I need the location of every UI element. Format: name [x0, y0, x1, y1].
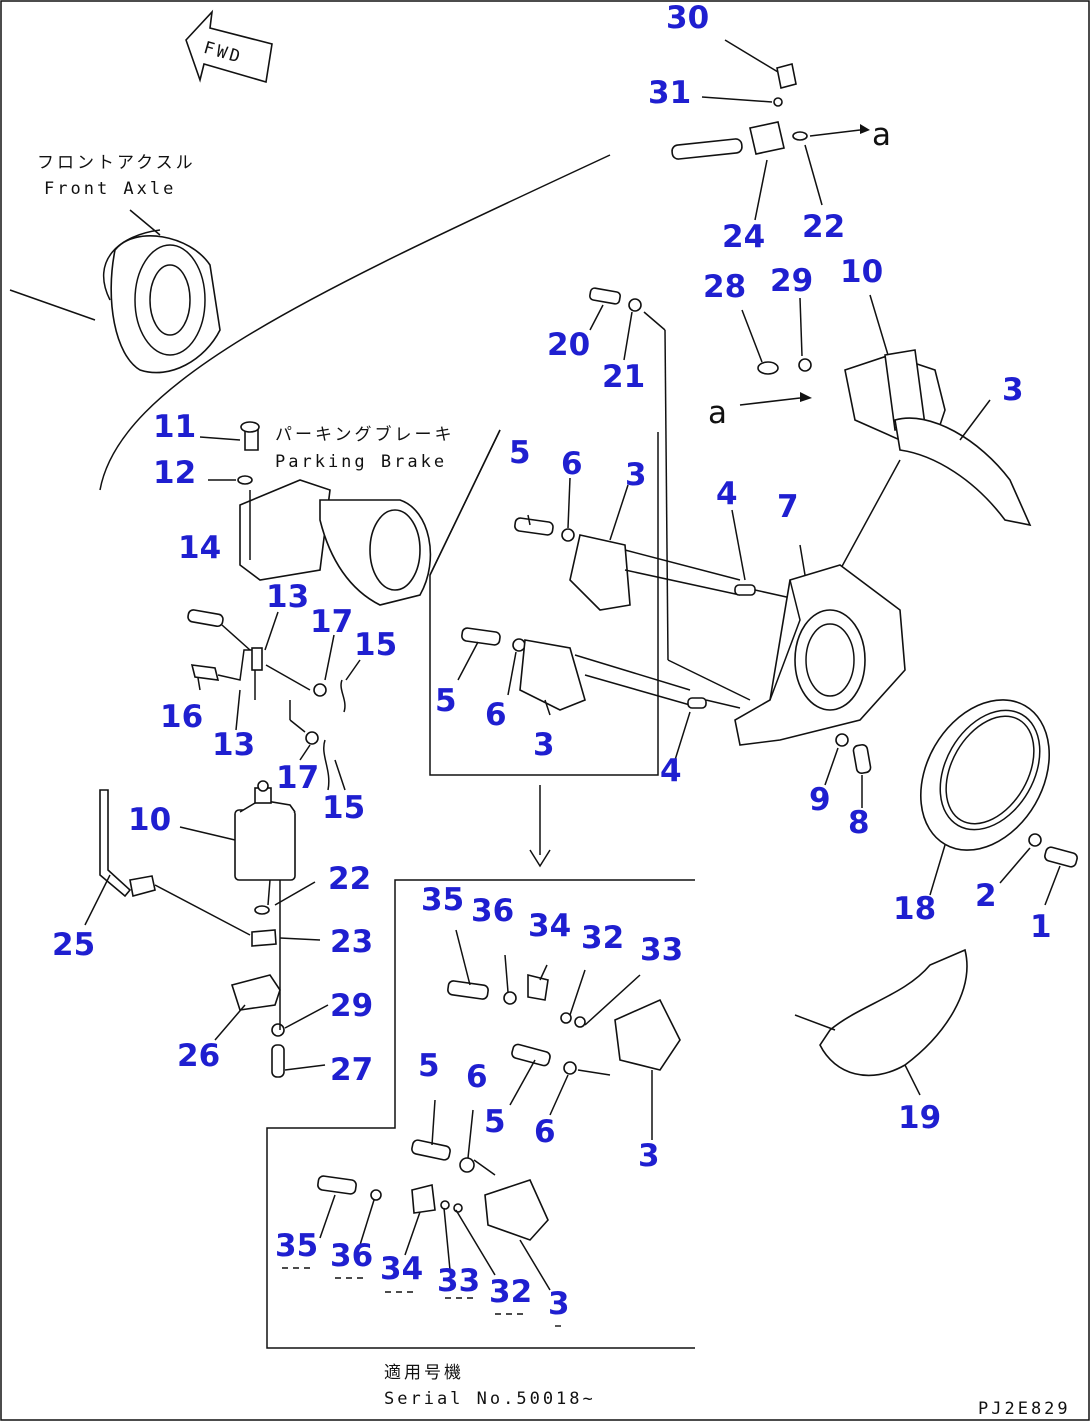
part-number: 32: [489, 1274, 532, 1310]
parking-brake-label-jp: パーキングブレーキ: [275, 424, 455, 445]
part-number: 9: [809, 782, 831, 818]
part-number: 4: [660, 753, 682, 789]
parking-brake-label-en: Parking Brake: [275, 452, 447, 472]
part-number: 36: [330, 1238, 373, 1274]
part-number: 16: [160, 699, 203, 735]
front-axle-label-jp: フロントアクスル: [37, 153, 196, 173]
part-number: 18: [893, 891, 936, 927]
part-number: 1: [1030, 909, 1052, 945]
part-number: 3: [1002, 372, 1024, 408]
part-number: 33: [640, 932, 683, 968]
part-number: 12: [153, 455, 196, 491]
part-number: 34: [380, 1251, 423, 1287]
part-number: 23: [330, 924, 373, 960]
part-number: 13: [212, 727, 255, 763]
brake-disc: [919, 699, 1078, 906]
part-number: 20: [547, 327, 590, 363]
part-number: 24: [722, 219, 765, 255]
part-number: 34: [528, 908, 571, 944]
arrow-ref-a-mid: a: [708, 395, 727, 431]
part-number: 6: [534, 1114, 556, 1150]
disc-guard: [794, 948, 968, 1096]
part-number: 28: [703, 269, 746, 305]
part-number: 25: [52, 927, 95, 963]
part-number: 7: [777, 489, 799, 525]
part-number: 3: [638, 1138, 660, 1174]
part-number: 10: [128, 802, 171, 838]
part-number: 19: [898, 1100, 941, 1136]
part-number: 3: [548, 1286, 570, 1322]
part-number: 36: [471, 893, 514, 929]
serial-label-jp: 適用号機: [384, 1363, 464, 1383]
brake-caliper-upper: [739, 294, 1032, 571]
switch-bracket: [187, 609, 361, 791]
part-number: 5: [509, 435, 531, 471]
part-number: 31: [648, 75, 691, 111]
part-number: 5: [435, 683, 457, 719]
part-number: 26: [177, 1038, 220, 1074]
part-number: 11: [153, 409, 196, 445]
brake-support-bracket: [734, 544, 906, 808]
part-number-labels: 30 31 24 22 28 29 10 3 20 21 11 12 5 6 3…: [52, 0, 1052, 1322]
parking-brake-assembly: [199, 421, 432, 606]
brake-hose-lower: [84, 789, 251, 936]
arrow-ref-a-top: a: [872, 117, 891, 153]
part-number: 5: [418, 1048, 440, 1084]
part-number: 30: [666, 0, 709, 36]
part-number: 6: [485, 697, 507, 733]
part-number: 6: [561, 446, 583, 482]
part-number: 22: [802, 209, 845, 245]
front-axle-drawing: [9, 154, 611, 576]
part-number: 29: [770, 263, 813, 299]
part-number: 13: [266, 579, 309, 615]
part-number: 14: [178, 530, 221, 566]
part-number: 29: [330, 988, 373, 1024]
part-number: 35: [421, 882, 464, 918]
part-number: 8: [848, 805, 870, 841]
mounting-bracket-upper: [514, 477, 801, 611]
drawing-code: PJ2E829: [978, 1399, 1071, 1419]
part-number: 27: [330, 1052, 373, 1088]
part-number: 2: [975, 878, 997, 914]
part-number: 15: [354, 627, 397, 663]
serial-label-en: Serial No.50018~: [384, 1389, 596, 1409]
part-number: 15: [322, 790, 365, 826]
part-number: 3: [625, 457, 647, 493]
bolt-washer-20-21: [589, 287, 751, 701]
part-number: 3: [533, 727, 555, 763]
part-number: 32: [581, 920, 624, 956]
brake-switch-assembly: [179, 780, 329, 1078]
fwd-arrow-icon: FWD: [185, 9, 273, 84]
part-number: 5: [484, 1104, 506, 1140]
part-number: 4: [716, 476, 738, 512]
mounting-bracket-lower: [457, 627, 741, 761]
serial-variant-parts: [282, 929, 681, 1327]
part-number: 17: [310, 604, 353, 640]
brake-hose-top: [671, 39, 870, 221]
front-axle-label-en: Front Axle: [44, 179, 176, 199]
part-number: 17: [276, 760, 319, 796]
part-number: 21: [602, 359, 645, 395]
part-number: 22: [328, 861, 371, 897]
part-number: 6: [466, 1059, 488, 1095]
part-number: 33: [437, 1263, 480, 1299]
part-number: 35: [275, 1228, 318, 1264]
part-number: 10: [840, 254, 883, 290]
